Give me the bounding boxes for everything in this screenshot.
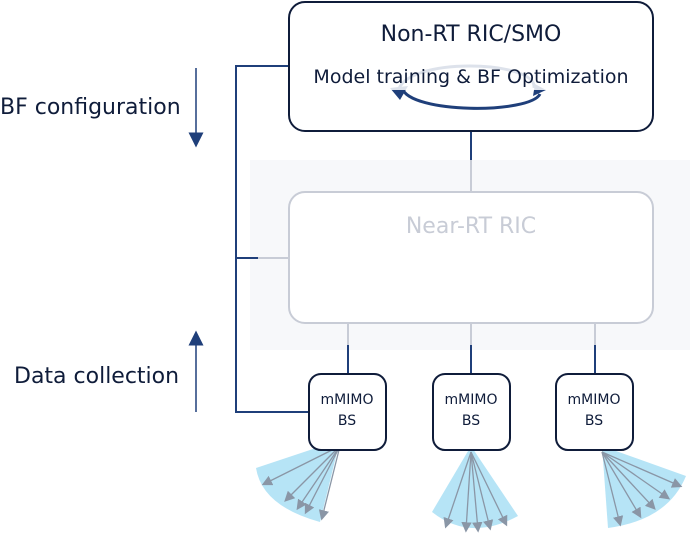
non-rt-ric-subtitle: Model training & BF Optimization	[313, 66, 628, 88]
bf-configuration-label: BF configuration	[0, 95, 181, 120]
bs-label-line2: BS	[462, 413, 480, 429]
near-rt-ric-box	[288, 191, 654, 324]
subtitle-backdrop	[308, 64, 634, 90]
bs-box	[432, 373, 511, 451]
bs-box	[555, 373, 634, 451]
bs-label-line2: BS	[338, 413, 356, 429]
bs-label-line1: mMIMO	[568, 392, 621, 408]
beam-cone-right	[601, 446, 686, 528]
bs-label-line2: BS	[585, 413, 603, 429]
near-rt-ric-title: Near-RT RIC	[406, 214, 536, 239]
loop-arrow-lower	[400, 87, 542, 110]
data-collection-label: Data collection	[14, 364, 179, 389]
bs-label-line1: mMIMO	[321, 392, 374, 408]
beam-cone-left	[256, 440, 341, 522]
config-bus-line	[235, 65, 308, 413]
bs-node-1: mMIMO BS	[308, 373, 387, 451]
bs-label-line1: mMIMO	[445, 392, 498, 408]
bs-box	[308, 373, 387, 451]
bs-node-3: mMIMO BS	[555, 373, 634, 451]
bs-node-2: mMIMO BS	[432, 373, 511, 451]
non-rt-ric-title: Non-RT RIC/SMO	[381, 22, 562, 47]
beam-cone-center	[432, 446, 518, 533]
